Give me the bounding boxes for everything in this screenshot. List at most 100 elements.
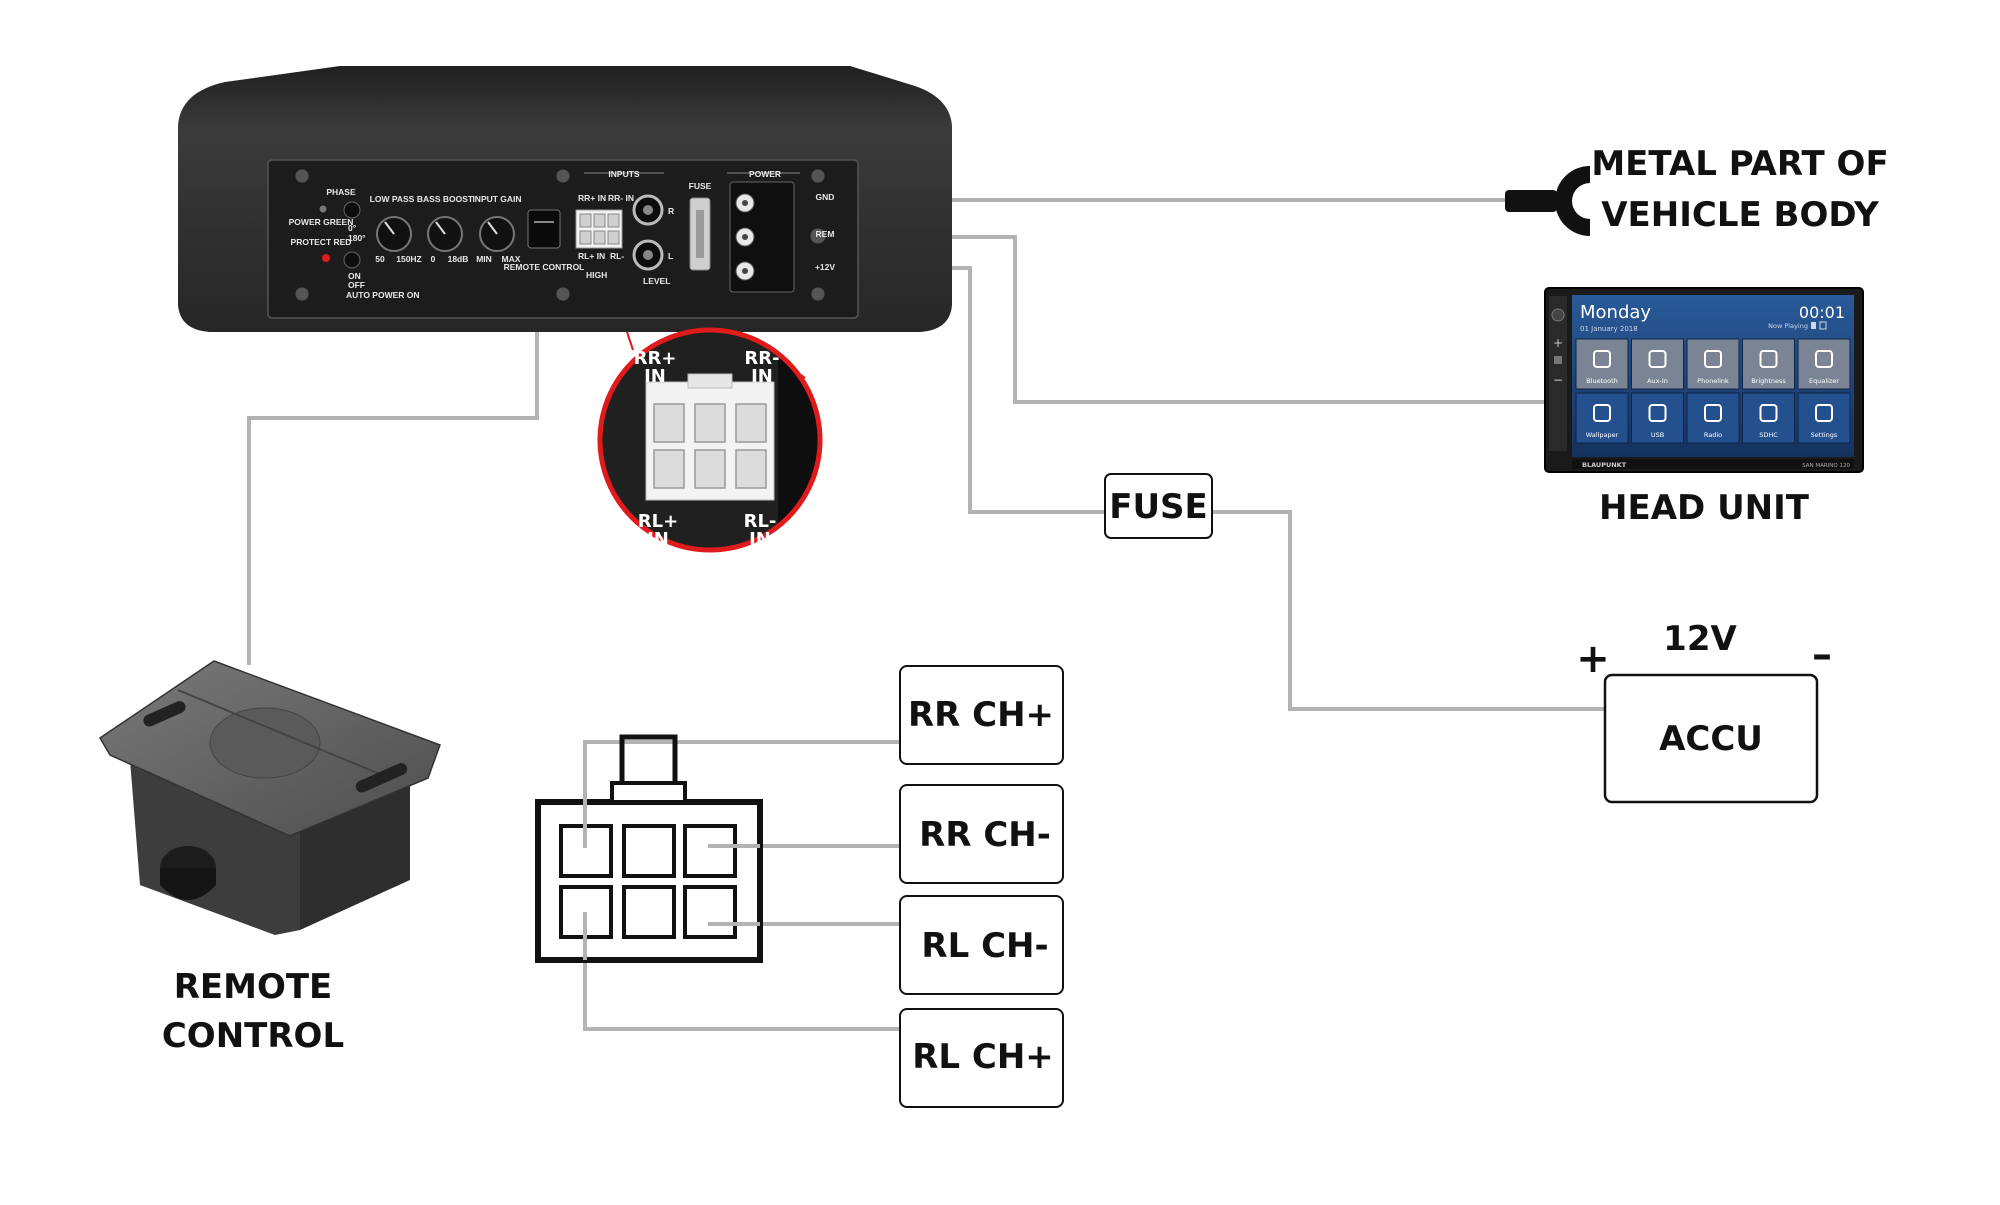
equalizer-icon — [1815, 350, 1833, 368]
hu-day: Monday — [1580, 302, 1651, 323]
hu-date: 01 January 2018 — [1580, 325, 1638, 333]
inputs-section-label: INPUTS — [608, 169, 640, 179]
ground-label-line2: VEHICLE BODY — [1601, 195, 1879, 235]
rca-l-label: L — [668, 251, 673, 261]
phase-label: PHASE — [326, 187, 356, 197]
hu-tile-radio[interactable]: Radio — [1686, 392, 1740, 444]
hu-tile-usb[interactable]: USB — [1631, 392, 1684, 444]
hu-tile-aux-in[interactable]: Aux-In — [1631, 338, 1684, 390]
plus12v-label: +12V — [815, 262, 835, 272]
remote-wire-to-head-unit — [855, 235, 1545, 404]
inline-fuse: FUSE — [1104, 473, 1213, 539]
panel-screws — [294, 168, 826, 302]
battery: 12V + – ACCU — [1576, 619, 1832, 804]
rl-ch-plus-label: RL CH+ — [912, 1037, 1054, 1077]
hu-now-playing: Now Playing — [1768, 322, 1808, 330]
amp-control-panel — [267, 159, 859, 319]
auto-on-label: ON — [348, 271, 361, 281]
hu-model: SAN MARINO 120 — [1802, 463, 1850, 469]
rr-ch-minus-label: RR CH- — [919, 815, 1051, 855]
hu-tile-wallpaper[interactable]: Wallpaper — [1575, 392, 1629, 444]
zoom-rr-minus: RR- — [744, 348, 779, 369]
power-section-label: POWER — [749, 169, 781, 179]
rl-ch-plus-box — [899, 1008, 1064, 1108]
amp-rr-plus-label: RR+ IN — [578, 193, 606, 203]
phase-switch[interactable] — [343, 201, 361, 219]
amp-top-grille — [178, 66, 952, 126]
hu-tile-label: USB — [1651, 431, 1664, 439]
settings-icon — [1815, 404, 1833, 422]
hu-tile-label: Aux-In — [1647, 377, 1668, 385]
auto-power-switch[interactable] — [343, 251, 361, 269]
hu-tile-label: Equalizer — [1809, 377, 1839, 385]
bass-boost-label: BASS BOOST — [417, 194, 474, 204]
rr-ch-plus-box — [899, 665, 1064, 765]
amp-rl-plus-label: RL+ IN — [578, 251, 605, 261]
zoom-rl-minus: RL- — [744, 511, 777, 532]
radio-icon — [1704, 404, 1722, 422]
input-gain-label: INPUT GAIN — [472, 194, 521, 204]
bass-boost-min: 0 — [431, 254, 436, 264]
hu-tile-settings[interactable]: Settings — [1797, 392, 1851, 444]
hu-tile-sdhc[interactable]: SDHC — [1742, 392, 1795, 444]
hu-tile-bluetooth[interactable]: Bluetooth — [1575, 338, 1629, 390]
rl-ch-minus-label: RL CH- — [921, 926, 1048, 966]
bass-boost-max: 18dB — [448, 254, 469, 264]
remote-control-cable — [247, 287, 539, 665]
zoom-rl-plus-in: IN — [647, 529, 669, 550]
phase-0-label: 0° — [348, 223, 357, 233]
bluetooth-icon — [1593, 350, 1611, 368]
input-gain-min: MIN — [476, 254, 492, 264]
remote-port-label: REMOTE CONTROL — [504, 262, 585, 272]
amp-fuse-label: FUSE — [689, 181, 712, 191]
connector-pins — [559, 824, 737, 939]
hu-tile-label: Settings — [1811, 431, 1838, 439]
protect-led — [322, 254, 330, 262]
aux-icon — [1648, 350, 1667, 368]
zoom-highlight-ring — [597, 327, 823, 553]
usb-icon — [1648, 404, 1667, 422]
home-icon[interactable] — [1554, 356, 1562, 364]
voltage-label: 12V — [1663, 619, 1737, 659]
mount-slot-right — [355, 763, 408, 793]
phase-180-label: 180° — [348, 233, 366, 243]
head-unit-power-button[interactable] — [1551, 308, 1565, 322]
rr-ch-minus-box — [899, 784, 1064, 884]
ground-symbol: METAL PART OF VEHICLE BODY — [1505, 144, 1889, 236]
power-led — [319, 205, 327, 213]
wallpaper-icon — [1593, 404, 1611, 422]
hu-tile-phonelink[interactable]: Phonelink — [1686, 338, 1740, 390]
zoom-rl-plus: RL+ — [638, 511, 678, 532]
hu-brand: BLAUPUNKT — [1582, 461, 1627, 469]
input-connector-pinout — [535, 734, 763, 963]
mount-slot-left — [143, 701, 186, 727]
rr-ch-plus-label: RR CH+ — [908, 695, 1054, 735]
battery-plus-label: + — [1576, 636, 1610, 682]
zoom-detail-connector: RR+ IN RR- IN RL+ IN RL- IN — [597, 327, 823, 553]
amp-rr-minus-label: RR- IN — [608, 193, 634, 203]
low-pass-min: 50 — [375, 254, 385, 264]
zoom-rr-plus-in: IN — [644, 366, 666, 387]
volume-up-icon[interactable]: + — [1553, 336, 1563, 350]
auto-power-label: AUTO POWER ON — [346, 290, 420, 300]
fuse-box — [1104, 473, 1213, 539]
protect-led-label: PROTECT RED — [291, 237, 352, 247]
hu-tile-brightness[interactable]: Brightness — [1742, 338, 1795, 390]
hu-time: 00:01 — [1799, 303, 1845, 322]
remote-control-port[interactable] — [527, 209, 561, 249]
brightness-icon — [1759, 350, 1778, 368]
zoom-rr-plus: RR+ — [634, 348, 677, 369]
hu-tile-label: Wallpaper — [1586, 431, 1619, 439]
input-gain-max: MAX — [502, 254, 521, 264]
head-unit-label: HEAD UNIT — [1599, 488, 1810, 528]
low-level-label: LEVEL — [643, 276, 670, 286]
wrench-icon — [1555, 166, 1590, 236]
hu-tile-label: SDHC — [1759, 431, 1778, 439]
zoom-rr-minus-in: IN — [751, 366, 773, 387]
volume-down-icon[interactable]: − — [1553, 373, 1563, 387]
ground-label-line1: METAL PART OF — [1591, 144, 1888, 184]
hu-tile-equalizer[interactable]: Equalizer — [1797, 338, 1851, 390]
hu-tile-label: Phonelink — [1697, 377, 1729, 385]
wrench-handle — [1505, 190, 1557, 212]
